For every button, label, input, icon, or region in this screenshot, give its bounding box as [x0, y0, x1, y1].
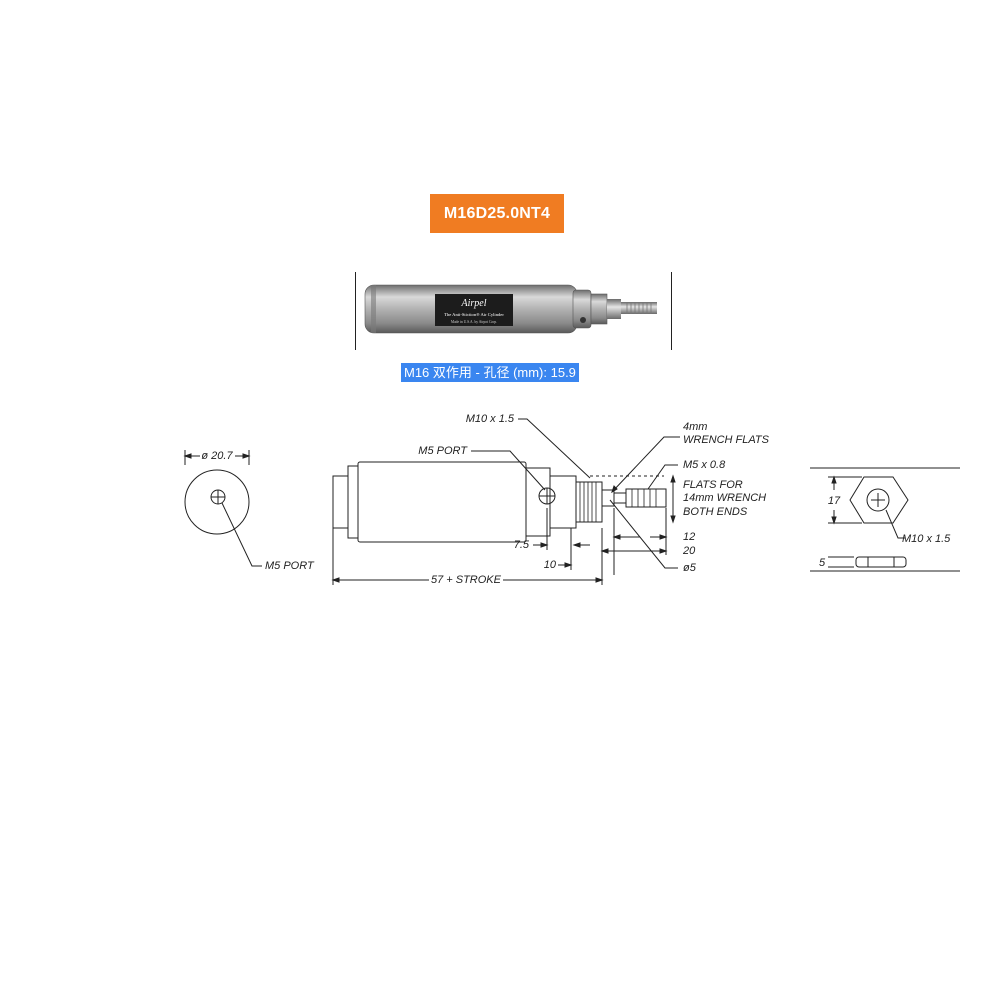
cylinder-photo: Airpel The Anti-Stiction® Air Cylinder M…	[355, 272, 672, 350]
dimension-drawing: ø 20.7 M5 PORT M10 x 1.5 M5 P	[183, 413, 960, 586]
flats-note-2: 14mm WRENCH	[683, 492, 766, 504]
wrench-flats-label-1: 4mm	[683, 421, 707, 433]
nut-height-label: 17	[828, 495, 841, 507]
model-badge: M16D25.0NT4	[430, 194, 564, 233]
flats-note-3: BOTH ENDS	[683, 506, 748, 518]
thread-label: M10 x 1.5	[466, 413, 515, 425]
brand-label	[435, 294, 513, 326]
dim-12-label: 12	[683, 531, 695, 543]
nut-thread-label: M10 x 1.5	[902, 533, 951, 545]
end-port-label: M5 PORT	[265, 560, 315, 572]
nut-bore-icon	[866, 488, 890, 512]
side-view: M10 x 1.5 M5 PORT 4mm WRENCH FLATS M5 x …	[331, 413, 770, 586]
flats-note-1: FLATS FOR	[683, 479, 743, 491]
bore-caption: M16 双作用 - 孔径 (mm): 15.9	[401, 363, 579, 382]
rod-dia-label: ø5	[683, 562, 697, 574]
dim-7-5-label: 7.5	[514, 539, 530, 551]
nut-thickness-label: 5	[819, 557, 826, 569]
brand-made-in: Made in U.S.A. by Airpot Corp.	[451, 320, 497, 324]
wrench-flats-label-2: WRENCH FLATS	[683, 434, 770, 446]
dim-10-label: 10	[544, 559, 557, 571]
brand-tagline: The Anti-Stiction® Air Cylinder	[444, 312, 504, 317]
dim-20-label: 20	[682, 545, 696, 557]
length-label: 57 + STROKE	[431, 574, 502, 586]
brand-name: Airpel	[461, 298, 487, 309]
rod-thread-label: M5 x 0.8	[683, 459, 726, 471]
nut-view: 17 M10 x 1.5 5	[810, 467, 960, 572]
end-view: ø 20.7 M5 PORT	[183, 450, 315, 572]
side-port-label: M5 PORT	[418, 445, 468, 457]
end-diameter-label: ø 20.7	[201, 450, 233, 462]
